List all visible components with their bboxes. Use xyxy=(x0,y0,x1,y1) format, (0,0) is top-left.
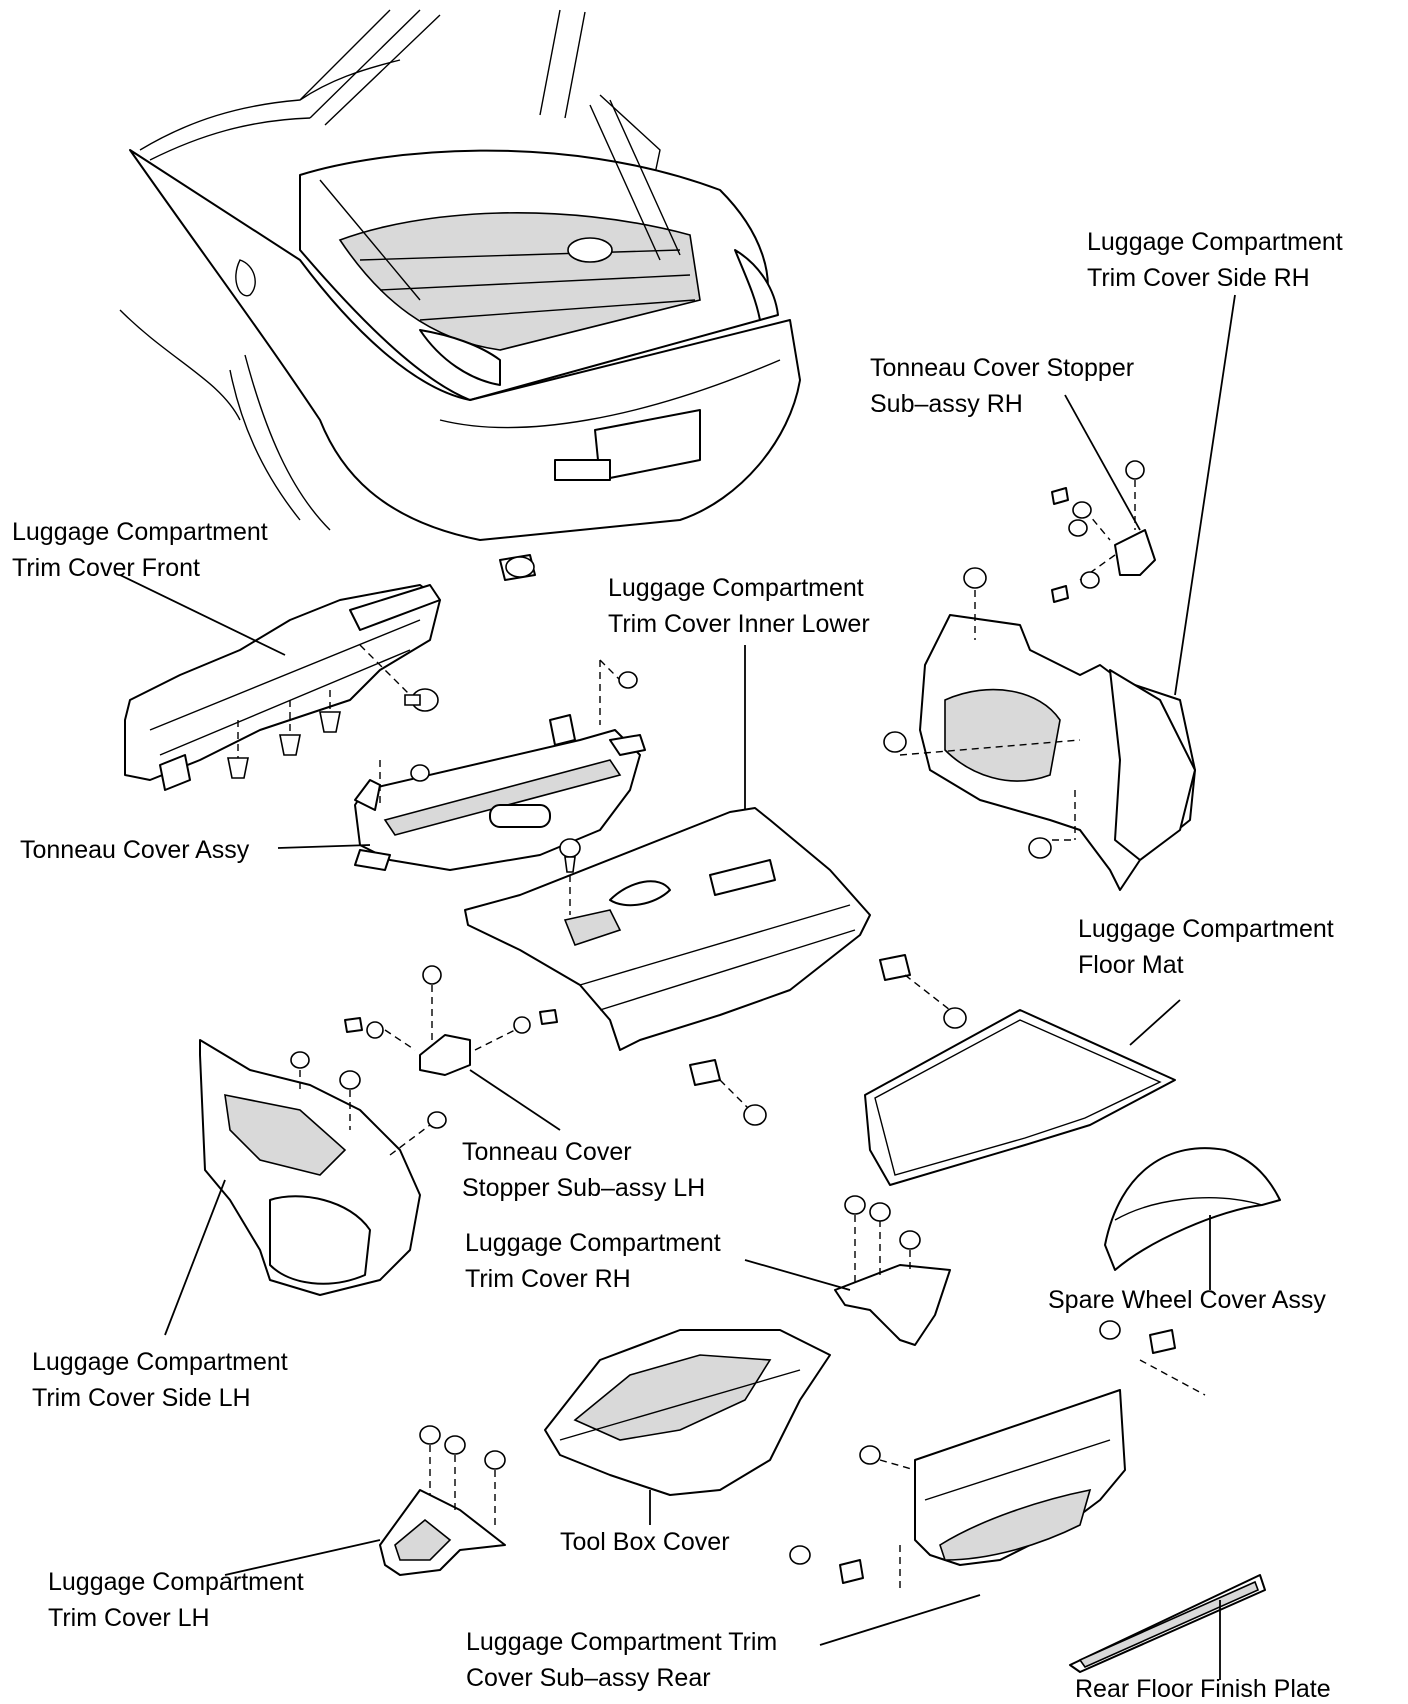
leader-trim-cover-front xyxy=(119,574,286,656)
leader-trim-cover-rear xyxy=(819,1594,981,1646)
label-tonneau-cover-assy: Tonneau Cover Assy xyxy=(20,836,250,864)
label-trim-cover-front: Luggage Compartment Trim Cover Front xyxy=(12,518,275,582)
label-tonneau-stopper-lh: Tonneau Cover Stopper Sub–assy LH xyxy=(462,1138,705,1202)
label-trim-cover-inner-lower: Luggage Compartment Trim Cover Inner Low… xyxy=(608,574,871,638)
label-trim-cover-rear: Luggage Compartment Trim Cover Sub–assy … xyxy=(466,1628,784,1692)
label-trim-cover-lh: Luggage Compartment Trim Cover LH xyxy=(48,1568,311,1632)
leader-trim-cover-rh xyxy=(744,1259,851,1291)
trim-cover-inner-lower-part xyxy=(464,807,967,1126)
trim-cover-lh-part xyxy=(379,1425,506,1576)
leader-lines xyxy=(119,294,1236,1680)
tool-box-cover-part xyxy=(544,1329,831,1496)
label-tool-box-cover: Tool Box Cover xyxy=(560,1528,730,1556)
label-trim-cover-side-lh: Luggage Compartment Trim Cover Side LH xyxy=(32,1348,295,1412)
part-labels: Luggage Compartment Trim Cover Side RH T… xyxy=(12,228,1350,1703)
leader-trim-cover-side-lh xyxy=(164,1179,226,1336)
trim-cover-rh-part xyxy=(834,1195,951,1346)
rear-floor-finish-plate-part xyxy=(1069,1574,1266,1673)
label-trim-cover-side-rh: Luggage Compartment Trim Cover Side RH xyxy=(1087,228,1350,292)
leader-tonneau-cover-assy xyxy=(277,844,371,849)
tonneau-stopper-lh-part xyxy=(344,965,558,1076)
trim-cover-front-part xyxy=(124,584,441,791)
label-rear-floor-finish-plate: Rear Floor Finish Plate xyxy=(1075,1675,1331,1703)
leader-tonneau-stopper-lh xyxy=(469,1069,561,1131)
leader-trim-cover-lh xyxy=(224,1539,381,1576)
trim-cover-rear-part xyxy=(789,1320,1206,1590)
vehicle-rear-view xyxy=(119,9,801,581)
label-tonneau-stopper-rh: Tonneau Cover Stopper Sub–assy RH xyxy=(870,354,1141,418)
tonneau-stopper-rh-part xyxy=(1051,460,1156,603)
leader-tonneau-stopper-rh xyxy=(1064,394,1141,531)
label-floor-mat: Luggage Compartment Floor Mat xyxy=(1078,915,1341,979)
leader-trim-cover-side-rh xyxy=(1174,294,1236,696)
label-trim-cover-rh: Luggage Compartment Trim Cover RH xyxy=(465,1229,728,1293)
spare-wheel-cover-part xyxy=(1104,1147,1281,1271)
trim-cover-side-rh-part xyxy=(883,567,1196,891)
tonneau-cover-assy-part xyxy=(354,659,646,871)
leader-floor-mat xyxy=(1129,999,1181,1046)
trim-cover-side-lh-part xyxy=(199,1039,447,1296)
label-spare-wheel-cover: Spare Wheel Cover Assy xyxy=(1048,1286,1326,1314)
